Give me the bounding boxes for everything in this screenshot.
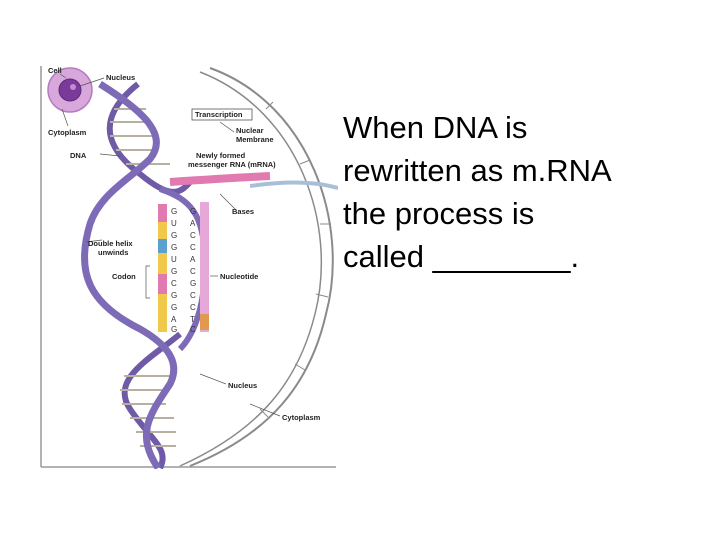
svg-text:G: G <box>171 291 177 300</box>
label-bases: Bases <box>232 207 254 216</box>
dna-strand-front <box>80 81 178 469</box>
svg-text:A: A <box>190 219 196 228</box>
question-line-2: rewritten as m.RNA <box>343 153 612 188</box>
svg-text:C: C <box>190 303 196 312</box>
svg-text:G: G <box>171 243 177 252</box>
question-line-1: When DNA is <box>343 110 528 145</box>
label-mrna-1: Newly formed <box>196 151 246 160</box>
transcription-box <box>191 108 253 121</box>
label-mrna-2: messenger RNA (mRNA) <box>188 160 276 169</box>
membrane-pores <box>259 101 331 418</box>
svg-text:U: U <box>171 255 177 264</box>
dna-base-letters: G A C C A C G C C T C <box>190 207 196 334</box>
label-cytoplasm-top: Cytoplasm <box>48 128 87 137</box>
label-nucleotide: Nucleotide <box>220 272 258 281</box>
question-line-3: the process is <box>343 196 535 231</box>
mrna-strand <box>158 204 167 332</box>
svg-text:U: U <box>171 219 177 228</box>
label-nucleus-bottom: Nucleus <box>228 381 257 390</box>
label-double-helix-2: unwinds <box>98 248 128 257</box>
svg-text:G: G <box>171 303 177 312</box>
label-cytoplasm-bottom: Cytoplasm <box>282 413 321 422</box>
question-line-4: called ________. <box>343 239 580 274</box>
label-transcription: Transcription <box>195 110 243 119</box>
svg-text:C: C <box>190 267 196 276</box>
label-nuclear-membrane-1: Nuclear <box>236 126 264 135</box>
svg-text:G: G <box>190 207 196 216</box>
label-double-helix-1: Double helix <box>88 239 133 248</box>
svg-text:C: C <box>171 279 177 288</box>
svg-text:G: G <box>171 231 177 240</box>
svg-text:G: G <box>190 279 196 288</box>
mrna-exit <box>249 180 338 190</box>
mrna-base-letters: G U G G U G C G G A G <box>171 207 177 334</box>
svg-text:G: G <box>171 207 177 216</box>
mrna-strand-horizontal <box>169 172 271 186</box>
leader-lines <box>59 73 281 417</box>
label-cell: Cell <box>48 66 62 75</box>
label-codon: Codon <box>112 272 136 281</box>
svg-text:A: A <box>171 315 177 324</box>
nuclear-membrane-inner <box>179 71 323 467</box>
label-nucleus-top: Nucleus <box>106 73 135 82</box>
svg-text:C: C <box>190 231 196 240</box>
svg-text:C: C <box>190 291 196 300</box>
transcription-diagram: G U G G U G C G G A G G A C C A C G C C … <box>40 66 338 469</box>
nuclear-membrane <box>189 67 334 467</box>
svg-text:G: G <box>171 267 177 276</box>
svg-text:G: G <box>171 325 177 334</box>
svg-text:C: C <box>190 243 196 252</box>
dna-coding-strand <box>200 202 209 332</box>
svg-text:T: T <box>190 315 195 324</box>
cell-nucleus-icon <box>58 78 82 102</box>
svg-text:A: A <box>190 255 196 264</box>
label-dna: DNA <box>70 151 87 160</box>
question-text: When DNA is rewritten as m.RNA the proce… <box>343 106 703 278</box>
svg-text:C: C <box>190 325 196 334</box>
label-nuclear-membrane-2: Membrane <box>236 135 274 144</box>
